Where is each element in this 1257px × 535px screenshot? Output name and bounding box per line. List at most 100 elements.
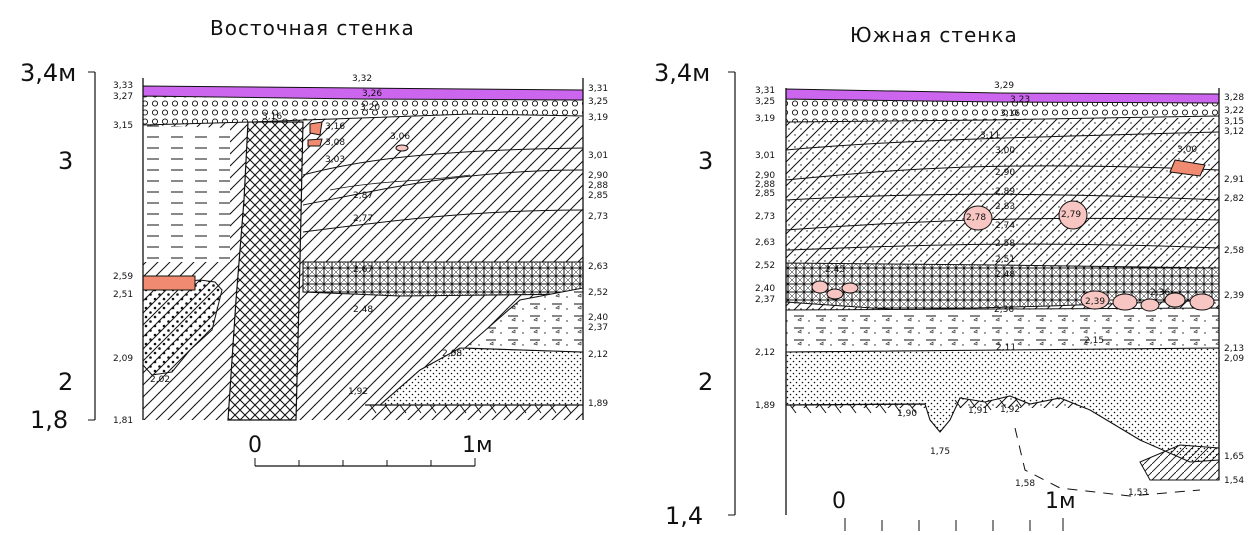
south-right-mark: 1,65: [1224, 452, 1244, 462]
south-inner-mark: 3,29: [994, 81, 1014, 91]
south-right-mark: 2,09: [1224, 354, 1244, 364]
east-inner-mark: 3,20: [360, 103, 380, 113]
south-left-mark: 2,40: [755, 284, 775, 294]
south-inner-mark: 2,48: [995, 270, 1015, 280]
south-inner-mark: 1,92: [1000, 405, 1020, 415]
south-inner-mark: 1,58: [1015, 479, 1035, 489]
south-stone: [1058, 200, 1088, 230]
east-left-marks: 3,33 3,27 3,15 2,59 2,51 2,09 1,81: [113, 81, 133, 426]
east-brick: [142, 275, 196, 291]
east-left-mark: 2,59: [113, 272, 133, 282]
south-inner-mark: 2,15: [1084, 336, 1104, 346]
south-wall-section: Южная стенка 3,4м 3 2 1,4: [654, 23, 1244, 531]
south-inner-mark: 2,83: [995, 202, 1015, 212]
south-right-mark: 2,39: [1224, 291, 1244, 301]
south-inner-mark: 2,36: [1150, 288, 1170, 298]
south-inner-mark: 2,78: [966, 213, 986, 223]
east-right-mark: 3,31: [588, 84, 608, 94]
south-left-mark: 2,37: [755, 295, 775, 305]
south-scale-axis: 3,4м 3 2 1,4: [654, 59, 736, 530]
east-axis-label-low: 2: [58, 368, 73, 396]
south-scale-zero: 0: [832, 489, 846, 514]
east-pit-fill: [142, 279, 223, 376]
south-inner-mark: 2,39: [1085, 297, 1105, 307]
east-right-marks: 3,31 3,25 3,19 3,01 2,90 2,88 2,85 2,73 …: [588, 84, 608, 409]
south-left-mark: 3,01: [755, 151, 775, 161]
south-axis-label-low: 2: [698, 368, 713, 396]
south-inner-mark: 1,90: [897, 409, 917, 419]
east-left-mark: 1,81: [113, 416, 133, 426]
east-inner-mark: 3,06: [390, 132, 410, 142]
east-right-mark: 3,01: [588, 151, 608, 161]
south-right-mark: 2,13: [1224, 344, 1244, 354]
south-right-mark: 3,15: [1224, 117, 1244, 127]
east-inner-mark: 3,03: [325, 155, 345, 165]
south-inner-mark: 1,53: [1128, 488, 1148, 498]
south-left-mark: 2,85: [755, 189, 775, 199]
east-inner-mark: 3,08: [325, 138, 345, 148]
south-inner-mark: 2,36: [994, 305, 1014, 315]
east-wall-section: Восточная стенка 3,4м 3 2 1,8: [20, 16, 608, 467]
east-right-mark: 2,52: [588, 288, 608, 298]
south-inner-mark: 1,91: [968, 406, 988, 416]
south-inner-mark: 3,00: [995, 146, 1015, 156]
east-scale-zero: 0: [248, 433, 262, 458]
east-right-mark: 1,89: [588, 399, 608, 409]
south-inner-mark: 3,00: [1177, 145, 1197, 155]
south-wall-title: Южная стенка: [850, 23, 1018, 47]
east-left-mark: 2,51: [113, 290, 133, 300]
south-left-mark: 2,52: [755, 261, 775, 271]
south-axis-label-top: 3,4м: [654, 59, 710, 87]
east-inner-mark: 2,67: [353, 265, 373, 275]
east-inner-mark: 3,32: [352, 74, 372, 84]
east-right-mark: 2,88: [588, 181, 608, 191]
east-right-mark: 2,85: [588, 191, 608, 201]
south-inner-mark: 2,74: [995, 221, 1015, 231]
south-inner-mark: 3,16: [1000, 109, 1020, 119]
south-left-mark: 3,19: [755, 114, 775, 124]
south-left-mark: 2,73: [755, 212, 775, 222]
south-left-marks: 3,31 3,25 3,19 3,01 2,90 2,88 2,85 2,73 …: [755, 86, 775, 411]
south-left-mark: 2,63: [755, 238, 775, 248]
east-inner-mark: 2,77: [353, 214, 373, 224]
south-layers: [785, 88, 1220, 515]
south-inner-mark: 3,23: [1010, 95, 1030, 105]
east-right-mark: 2,40: [588, 313, 608, 323]
south-inner-mark: 2,45: [825, 265, 845, 275]
south-inner-mark: 2,89: [995, 187, 1015, 197]
east-inner-mark: 3,26: [362, 89, 382, 99]
east-right-mark: 2,63: [588, 262, 608, 272]
south-brick: [1169, 159, 1206, 177]
south-inner-mark: 2,58: [995, 239, 1015, 249]
south-inner-mark: 1,75: [930, 447, 950, 457]
south-left-mark: 2,12: [755, 348, 775, 358]
east-scale-axis: 3,4м 3 2 1,8: [20, 59, 96, 434]
south-inner-mark: 2,79: [1061, 210, 1081, 220]
east-layers: [142, 78, 584, 421]
east-inner-mark: 2,87: [353, 191, 373, 201]
east-axis-label-bot: 1,8: [30, 406, 68, 434]
east-right-mark: 2,90: [588, 171, 608, 181]
east-right-mark: 3,19: [588, 113, 608, 123]
south-left-mark: 3,25: [755, 97, 775, 107]
east-scale-bar: 0 1м: [248, 433, 493, 467]
south-left-mark: 2,88: [755, 180, 775, 190]
south-inner-marks: 3,29 3,23 3,16 3,11 3,00 3,00 2,90 2,89 …: [825, 81, 1197, 498]
south-right-mark: 2,91: [1224, 175, 1244, 185]
south-axis-label-mid: 3: [698, 147, 713, 175]
east-left-mark: 2,09: [113, 354, 133, 364]
south-right-mark: 3,22: [1224, 106, 1244, 116]
east-inner-mark: 1,92: [348, 387, 368, 397]
east-left-mark: 3,27: [113, 92, 133, 102]
south-inner-mark: 2,11: [996, 343, 1016, 353]
south-right-mark: 3,28: [1224, 93, 1244, 103]
east-right-mark: 2,73: [588, 212, 608, 222]
south-left-mark: 1,89: [755, 401, 775, 411]
south-right-marks: 3,28 3,22 3,15 3,12 2,91 2,82 2,58 2,39 …: [1224, 93, 1244, 486]
east-right-mark: 3,25: [588, 97, 608, 107]
south-inner-mark: 3,11: [980, 131, 1000, 141]
east-inner-mark: 2,08: [442, 349, 462, 359]
east-inner-mark: 3,16: [262, 112, 282, 122]
east-wall-title: Восточная стенка: [210, 16, 415, 40]
